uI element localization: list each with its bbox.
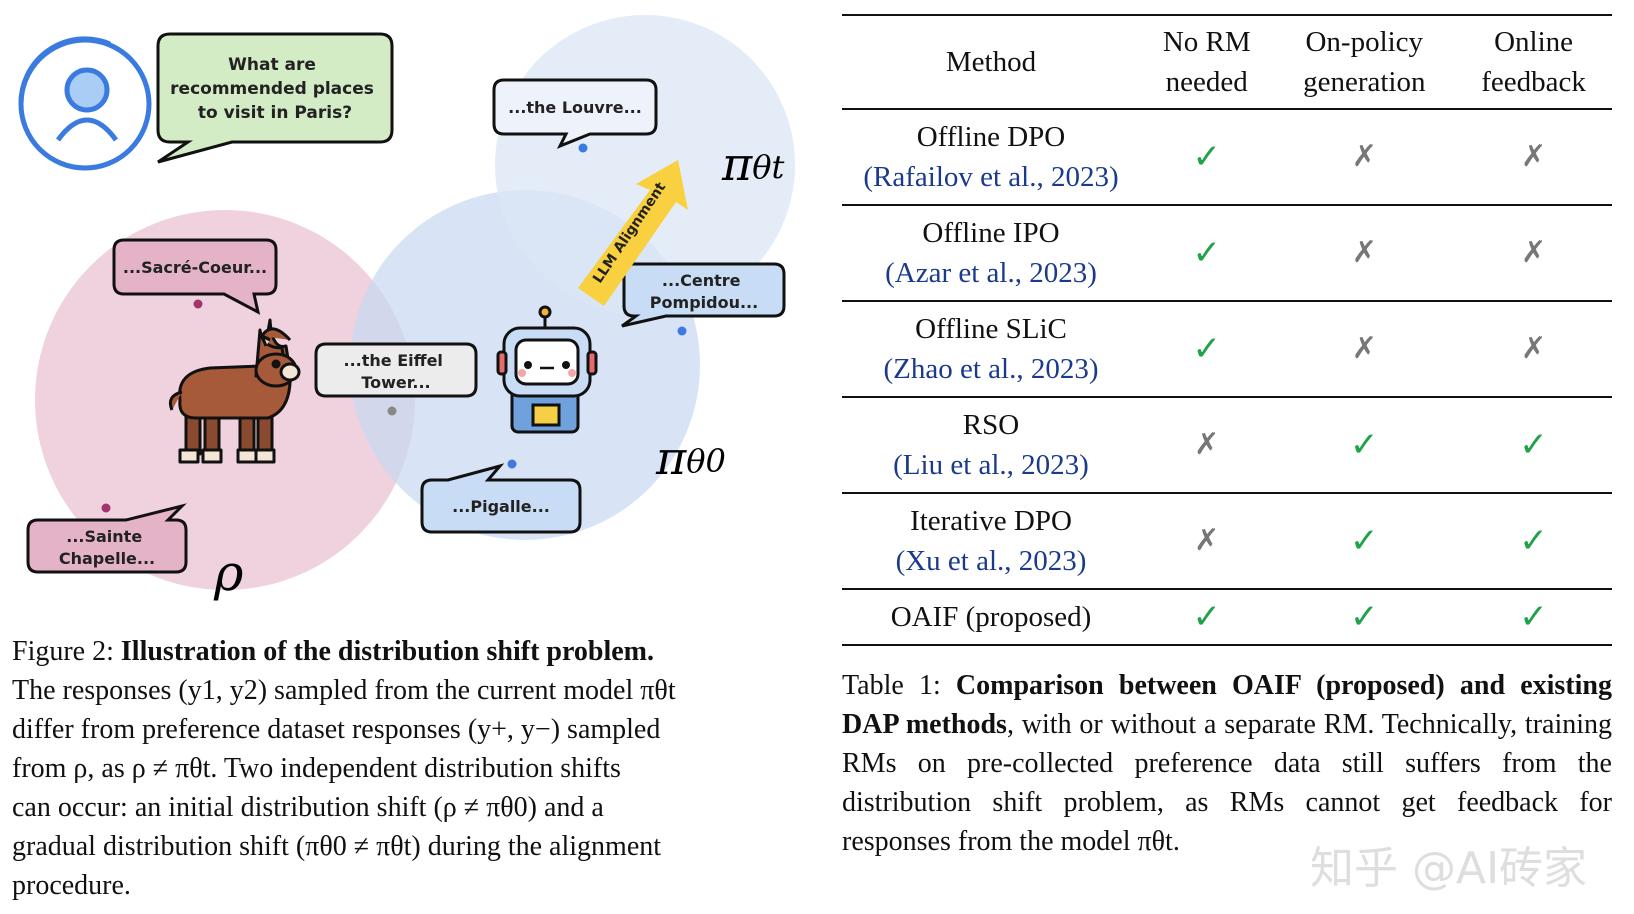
pigalle-dot [507,459,517,469]
table-row: Offline SLiC(Zhao et al., 2023) ✓ ✗ ✗ [842,301,1612,397]
figure-caption-line-3: from ρ, as ρ ≠ πθt. Two independent dist… [12,753,621,784]
check-icon: ✓ [1519,521,1548,561]
user-avatar [18,36,152,171]
check-icon: ✓ [1192,597,1221,637]
centre-line-2: Pompidou... [650,293,758,312]
sainte-line-1: ...Sainte [66,527,142,546]
table-row: Offline DPO(Rafailov et al., 2023) ✓ ✗ ✗ [842,109,1612,205]
sainte-chapelle-bubble: ...Sainte Chapelle... [26,503,188,574]
question-line-2: recommended places [170,79,374,99]
cross-icon: ✗ [1194,427,1220,462]
eiffel-line-2: Tower... [361,373,430,392]
figure-title: Illustration of the distribution shift p… [120,636,654,667]
citation-link[interactable]: (Liu et al., 2023) [893,449,1089,481]
figure-caption-line-4: can occur: an initial distribution shift… [12,792,604,823]
svg-text:...Sainte Chapelle...: ...Sainte Chapelle... [59,527,155,568]
method-cell: Iterative DPO(Xu et al., 2023) [895,505,1087,577]
cross-icon: ✗ [1351,139,1377,174]
figure-caption-line-6: procedure. [12,870,131,901]
check-icon: ✓ [1350,425,1379,465]
rho-label: ρ [213,544,244,602]
cross-icon: ✗ [1351,331,1377,366]
check-icon: ✓ [1192,233,1221,273]
pigalle-text: ...Pigalle... [452,497,550,516]
pigalle-bubble: ...Pigalle... [420,463,582,534]
question-line-1: What are [228,55,316,75]
figure-caption-line-1: The responses (y1, y2) sampled from the … [12,675,676,706]
cross-icon: ✗ [1520,331,1547,366]
table-row: RSO(Liu et al., 2023) ✗ ✓ ✓ [842,397,1612,493]
method-cell: OAIF (proposed) [890,601,1092,633]
robot-icon [496,305,598,434]
user-question-bubble: What are recommended places to visit in … [156,32,394,164]
sacre-coeur-bubble: ...Sacré-Coeur... [112,238,278,315]
check-icon: ✓ [1350,521,1379,561]
pi-thetat-label: πθt [721,137,785,191]
citation-link[interactable]: (Azar et al., 2023) [885,257,1097,289]
figure-label: Figure 2: [12,636,114,667]
figure-caption-line-2: differ from preference dataset responses… [12,714,661,745]
sainte-line-2: Chapelle... [59,549,155,568]
svg-text:What are recommended pla: What are recommended places to visit in … [170,55,380,123]
citation-link[interactable]: (Xu et al., 2023) [895,545,1087,577]
table-label: Table 1: [842,670,941,701]
method-cell: Offline SLiC(Zhao et al., 2023) [883,313,1099,385]
centre-line-1: ...Centre [662,271,741,290]
cross-icon: ✗ [1520,235,1547,270]
louvre-bubble: ...the Louvre... [492,78,658,149]
method-cell: Offline DPO(Rafailov et al., 2023) [863,121,1119,193]
eiffel-line-1: ...the Eiffel [344,351,443,370]
centre-pompidou-bubble: ...Centre Pompidou... [621,262,786,328]
llama-icon [168,318,301,464]
method-cell: Offline IPO(Azar et al., 2023) [885,217,1097,289]
centre-dot [677,326,687,336]
table-caption: Table 1: Comparison between OAIF (propos… [842,666,1612,861]
svg-text:...the Eiffel Tower...: ...the Eiffel Tower... [344,351,449,392]
svg-text:...Centre Pompidou...: ...Centre Pompidou... [650,271,758,312]
question-line-3: to visit in Paris? [198,103,352,123]
cross-icon: ✗ [1194,523,1220,558]
louvre-text: ...the Louvre... [508,98,642,117]
sacre-coeur-text: ...Sacré-Coeur... [123,258,267,277]
table-title: Comparison between OAIF (proposed) and e… [842,670,1613,740]
check-icon: ✓ [1192,137,1221,177]
method-cell: RSO(Liu et al., 2023) [893,409,1089,481]
check-icon: ✓ [1519,597,1548,637]
table-row: OAIF (proposed) ✓ ✓ ✓ [842,589,1612,645]
check-icon: ✓ [1519,425,1548,465]
check-icon: ✓ [1192,329,1221,369]
table-row: Offline IPO(Azar et al., 2023) ✓ ✗ ✗ [842,205,1612,301]
cross-icon: ✗ [1520,139,1547,174]
check-icon: ✓ [1350,597,1379,637]
louvre-dot [578,143,588,153]
sacre-coeur-dot [193,299,203,309]
table-caption-body: , with or without a separate RM. Technic… [842,709,1612,857]
pi-theta0-label: πθ0 [655,431,726,485]
eiffel-bubble: ...the Eiffel Tower... [314,342,478,398]
header-method: Method [945,46,1037,78]
citation-link[interactable]: (Zhao et al., 2023) [883,353,1099,385]
cross-icon: ✗ [1351,235,1377,270]
sainte-dot [101,503,111,513]
watermark: 知乎 @AI砖家 [1310,843,1588,894]
distribution-shift-figure: What are recommended places to visit in … [18,15,795,602]
figure-caption: Figure 2: Illustration of the distributi… [12,632,784,905]
citation-link[interactable]: (Rafailov et al., 2023) [863,161,1119,193]
figure-caption-line-5: gradual distribution shift (πθ0 ≠ πθt) d… [12,831,662,862]
eiffel-dot [387,406,397,416]
table-row: Iterative DPO(Xu et al., 2023) ✗ ✓ ✓ [842,493,1612,589]
